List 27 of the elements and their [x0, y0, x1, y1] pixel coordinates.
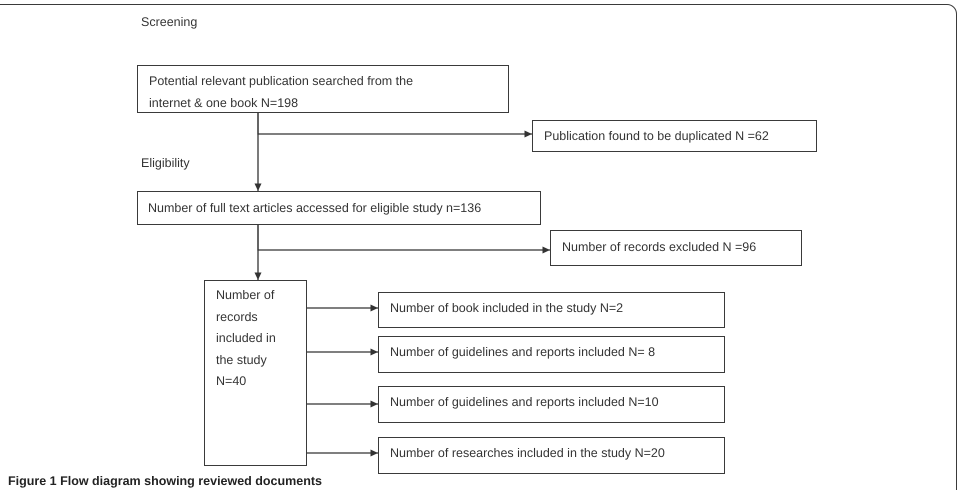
- section-label: Eligibility: [141, 155, 190, 172]
- arrow: [307, 450, 378, 456]
- arrow: [257, 225, 550, 254]
- box-text: Number of records excluded N =96: [562, 239, 758, 256]
- process-box: [204, 280, 307, 466]
- process-box: [550, 230, 802, 266]
- process-box: [137, 191, 541, 225]
- box-text: Number of book included in the study N=2: [390, 300, 624, 317]
- arrow: [307, 348, 378, 356]
- process-box: [378, 386, 725, 423]
- process-box: [378, 292, 725, 328]
- arrow: [307, 304, 378, 312]
- box-text: Publication found to be duplicated N =62: [544, 128, 770, 145]
- process-box: [532, 120, 817, 152]
- box-text: Number of full text articles accessed for eligible study n=136: [148, 200, 482, 217]
- box-text: Number of records included in the study N=40: [216, 287, 277, 390]
- process-box: [137, 65, 509, 113]
- box-text: Number of researches included in the study N=20: [390, 445, 666, 462]
- arrow: [257, 113, 532, 138]
- box-text: Potential relevant publication searched from the internet & one book N=198: [149, 73, 414, 112]
- box-text: Number of guidelines and reports included N=10: [390, 394, 660, 411]
- process-box: [378, 336, 725, 373]
- process-box: [378, 437, 725, 474]
- arrow: [307, 400, 378, 408]
- section-label: Screening: [141, 14, 198, 31]
- figure-caption: Figure 1 Flow diagram showing reviewed documents: [8, 474, 322, 489]
- box-text: Number of guidelines and reports included N= 8: [390, 344, 656, 361]
